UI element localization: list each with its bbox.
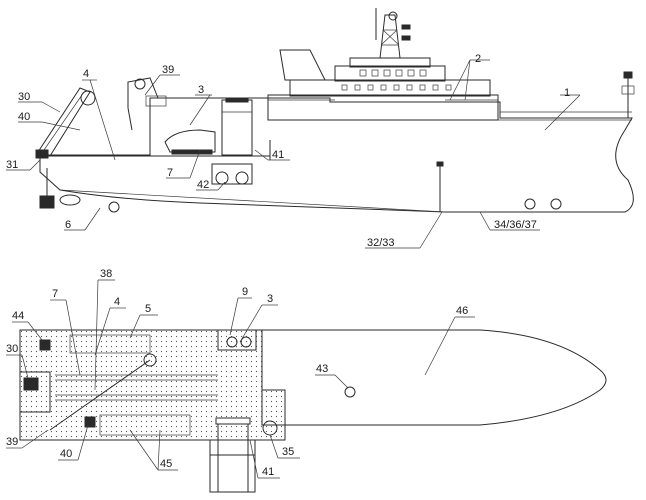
label-46: 46 <box>456 305 468 317</box>
label-39-side: 39 <box>162 64 174 76</box>
submersible-vehicle <box>164 129 216 155</box>
plan-view: 46 43 3 9 5 4 38 7 44 30 39 40 45 35 41 <box>6 268 607 493</box>
label-41-plan: 41 <box>262 466 274 478</box>
label-42: 42 <box>197 179 209 191</box>
label-34-36-37: 34/36/37 <box>494 219 537 231</box>
plan-hull-outline <box>261 329 607 426</box>
a-frame <box>35 87 96 159</box>
label-2: 2 <box>475 53 481 65</box>
superstructure <box>267 49 632 121</box>
bow-mast <box>621 71 635 118</box>
label-41-side: 41 <box>272 149 284 161</box>
label-30-side: 30 <box>18 91 30 103</box>
label-30-plan: 30 <box>6 343 18 355</box>
winch <box>211 163 253 185</box>
label-9: 9 <box>242 286 248 298</box>
crane <box>127 77 167 131</box>
main-mast <box>375 8 411 59</box>
gantry-frame <box>221 97 253 156</box>
label-4-plan: 4 <box>114 296 120 308</box>
label-3-side: 3 <box>198 84 204 96</box>
label-4-side: 4 <box>83 68 89 80</box>
label-43: 43 <box>316 363 328 375</box>
label-7-plan: 7 <box>52 288 58 300</box>
label-7-side: 7 <box>167 167 173 179</box>
label-40-side: 40 <box>18 111 30 123</box>
aft-working-deck <box>19 329 286 441</box>
label-3-plan: 3 <box>267 293 273 305</box>
hull-outline <box>39 97 634 213</box>
label-40-plan: 40 <box>60 448 72 460</box>
label-1: 1 <box>564 87 570 99</box>
hull-equipment <box>39 161 562 213</box>
side-elevation-view: 1 2 3 4 6 7 30 31 32/33 34/36/37 39 40 4… <box>6 8 635 249</box>
label-38: 38 <box>100 268 112 280</box>
label-5: 5 <box>145 303 151 315</box>
label-44: 44 <box>12 310 24 322</box>
label-32-33: 32/33 <box>367 237 395 249</box>
plan-leader-lines <box>6 279 475 479</box>
label-6: 6 <box>65 219 71 231</box>
side-leader-lines <box>6 59 581 249</box>
label-45: 45 <box>160 458 172 470</box>
label-31: 31 <box>6 159 18 171</box>
label-39-plan: 39 <box>6 436 18 448</box>
label-35: 35 <box>282 446 294 458</box>
